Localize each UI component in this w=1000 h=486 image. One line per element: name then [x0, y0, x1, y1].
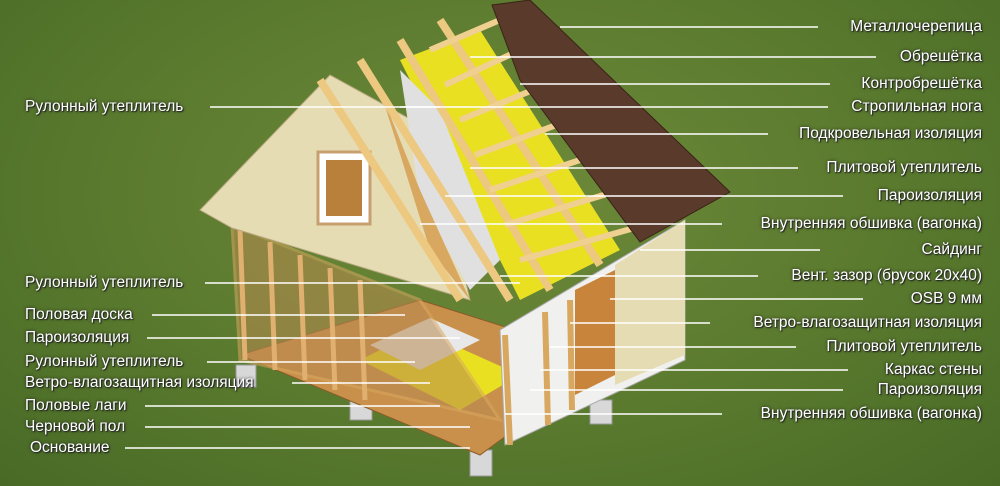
- label-wall-wind-barrier: Ветро-влагозащитная изоляция: [753, 314, 982, 331]
- label-ceiling-roll-insulation: Рулонный утеплитель: [25, 274, 184, 291]
- label-metal-tile: Металлочерепица: [850, 18, 982, 35]
- label-wall-frame: Каркас стены: [884, 361, 982, 378]
- label-siding: Сайдинг: [921, 241, 982, 258]
- roof-insulation: [400, 30, 620, 300]
- roof-battens: [428, 17, 646, 263]
- label-roof-slab-insulation: Плитовой утеплитель: [826, 159, 982, 176]
- label-floor-board: Половая доска: [25, 306, 133, 323]
- label-wall-interior-lining: Внутренняя обшивка (вагонка): [760, 405, 982, 422]
- foundation-piers: [235, 364, 613, 477]
- label-floor-vapor-barrier: Пароизоляция: [25, 329, 130, 346]
- label-wall-slab-insulation: Плитовой утеплитель: [826, 338, 982, 355]
- label-osb: OSB 9 мм: [910, 290, 982, 307]
- label-floor-wind-barrier: Ветро-влагозащитная изоляция: [25, 374, 254, 391]
- rafters: [316, 17, 604, 303]
- roof-vapor-barrier: [400, 70, 500, 290]
- label-roof-roll-insulation: Рулонный утеплитель: [25, 98, 184, 115]
- label-counter-battens: Контробрешётка: [861, 75, 982, 92]
- left-wall-studs: [237, 229, 368, 401]
- right-wall-osb: [575, 270, 615, 395]
- label-roof-vapor-barrier: Пароизоляция: [877, 187, 982, 204]
- label-underlay: Подкровельная изоляция: [799, 125, 982, 142]
- label-battens: Обрешётка: [899, 48, 982, 65]
- metal-tile-roof: [491, 0, 731, 243]
- label-foundation: Основание: [30, 439, 110, 456]
- label-roof-interior-lining: Внутренняя обшивка (вагонка): [760, 215, 982, 232]
- label-wall-vapor-barrier: Пароизоляция: [877, 381, 982, 398]
- right-wall-frame: [502, 299, 575, 446]
- gable-window-frame: [326, 160, 362, 216]
- label-vent-gap: Вент. зазор (брусок 20х40): [791, 267, 982, 284]
- label-rafter: Стропильная нога: [851, 98, 982, 115]
- label-subfloor: Черновой пол: [25, 418, 126, 435]
- label-floor-joists: Половые лаги: [25, 397, 127, 414]
- label-floor-roll-insulation: Рулонный утеплитель: [25, 353, 184, 370]
- leader-lines: [125, 26, 876, 449]
- right-wall-siding: [615, 220, 685, 385]
